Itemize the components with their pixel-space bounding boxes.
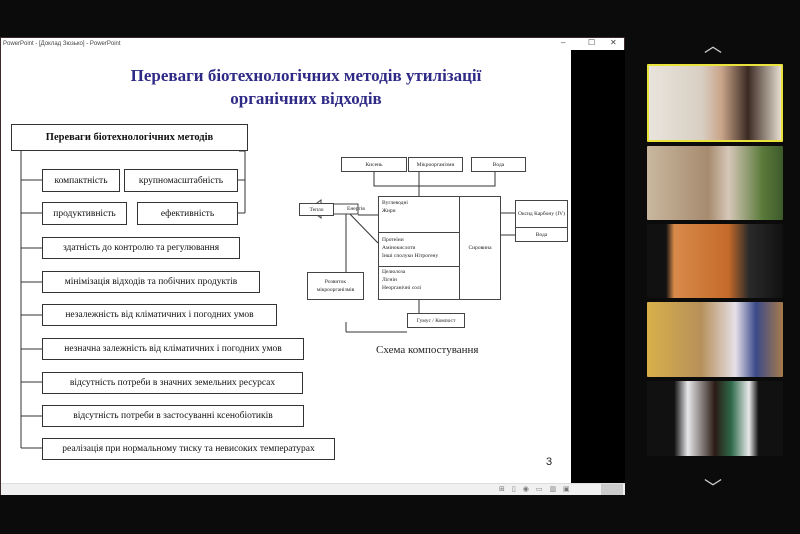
input-oxygen: Кисень — [341, 157, 407, 172]
raw-material-box: Сировина — [459, 196, 501, 300]
co2-box: Оксид Карбону (IV) — [515, 200, 568, 228]
participant-video-1[interactable] — [647, 64, 783, 142]
powerpoint-window: PowerPoint - [Доклад Зюзько] - PowerPoin… — [0, 37, 625, 495]
close-button[interactable]: ✕ — [610, 38, 617, 47]
participant-video-3[interactable] — [647, 224, 783, 298]
window-title: PowerPoint - [Доклад Зюзько] - PowerPoin… — [1, 38, 624, 50]
black-area — [571, 50, 625, 483]
participant-video-5[interactable] — [647, 381, 783, 456]
advantage-item: здатність до контролю та регулювання — [42, 237, 240, 259]
water-out-box: Вода — [515, 227, 568, 242]
slide-title: Переваги біотехнологічних методів утиліз… — [130, 66, 482, 108]
input-water: Вода — [471, 157, 526, 172]
advantage-item: відсутність потреби в значних земельних … — [42, 372, 303, 394]
advantage-item: крупномасштабність — [124, 169, 238, 192]
humus-box: Гумус / Компост — [407, 313, 465, 328]
growth-box: Розвиток мікроорганізмів — [307, 272, 364, 300]
advantage-item: компактність — [42, 169, 120, 192]
scroll-down-icon[interactable]: ﹀ — [704, 478, 722, 499]
zoom-fit-button[interactable] — [601, 484, 623, 495]
scroll-up-icon[interactable]: ︿ — [704, 36, 722, 57]
energy-label: Енергія — [347, 206, 365, 212]
participant-video-4[interactable] — [647, 302, 783, 377]
advantage-item: незалежність від кліматичних і погодних … — [42, 304, 277, 326]
maximize-button[interactable]: ☐ — [588, 38, 596, 47]
input-microorganisms: Мікроорганізми — [408, 157, 463, 172]
participant-video-2[interactable] — [647, 146, 783, 220]
page-number: 3 — [546, 456, 553, 468]
diagram-caption: Схема компостування — [376, 344, 479, 356]
advantages-header-box: Переваги біотехнологічних методів — [11, 124, 248, 151]
view-buttons[interactable]: ⊞▯◉▭▥▣ — [499, 485, 577, 493]
advantage-item: відсутність потреби в застосуванні ксено… — [42, 405, 304, 427]
advantage-item: ефективність — [137, 202, 238, 225]
status-bar: ⊞▯◉▭▥▣ — [1, 483, 625, 495]
advantage-item: реалізація при нормальному тиску та неви… — [42, 438, 335, 460]
minimize-button[interactable]: – — [561, 38, 566, 47]
advantage-item: мінімізація відходів та побічних продукт… — [42, 271, 260, 293]
advantage-item: незначна залежність від кліматичних і по… — [42, 338, 304, 360]
heat-box: Тепло — [299, 203, 334, 216]
slide: Переваги біотехнологічних методів утиліз… — [1, 50, 571, 483]
advantage-item: продуктивність — [42, 202, 127, 225]
